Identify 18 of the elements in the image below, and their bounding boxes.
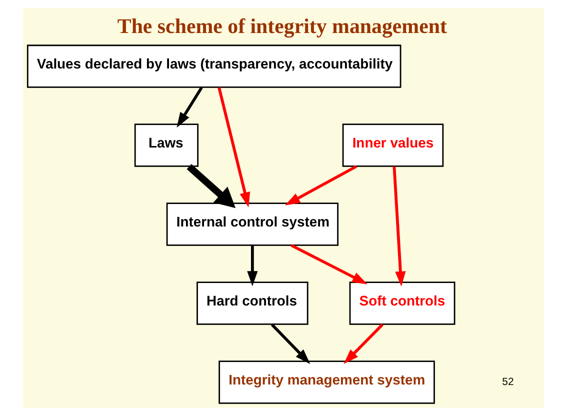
node-box: Values declared by laws (transparency, accountability xyxy=(26,44,401,88)
arrow xyxy=(217,87,250,208)
node-box: Integrity management system xyxy=(218,360,434,404)
node-box: Soft controls xyxy=(348,282,455,325)
label: 52 xyxy=(502,376,514,388)
node-box: Hard controls xyxy=(196,282,308,325)
arrow xyxy=(186,164,236,208)
node-box: Internal control system xyxy=(166,202,338,246)
diagram-title: The scheme of integrity management xyxy=(116,14,446,38)
arrow xyxy=(392,166,406,287)
arrow xyxy=(284,165,357,206)
arrow xyxy=(270,324,310,364)
node-box: Inner values xyxy=(342,124,444,167)
arrow xyxy=(290,244,367,284)
node-box: Laws xyxy=(134,124,198,167)
arrow xyxy=(343,324,383,364)
arrow xyxy=(176,86,202,128)
arrow xyxy=(246,246,258,286)
